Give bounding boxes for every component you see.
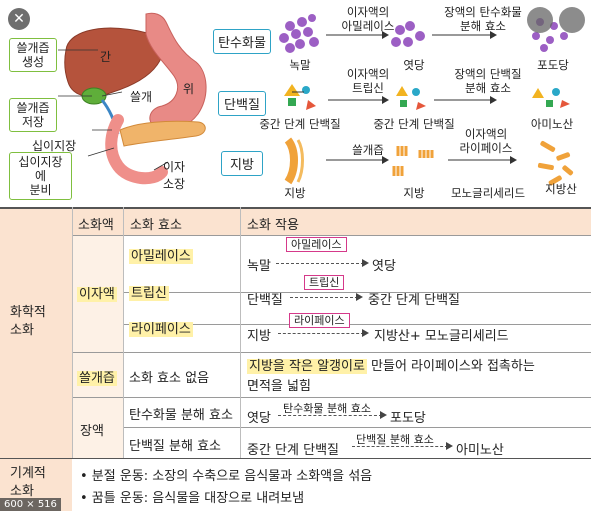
bile-production-label: 쓸개즙 생성 bbox=[9, 38, 57, 72]
bile-action-highlight: 지방을 작은 알갱이로 bbox=[247, 359, 367, 374]
bile-group: 쓸개즙 bbox=[77, 371, 117, 386]
row2-enzyme1: 이자액의 트립신 bbox=[346, 67, 390, 95]
segmentation-text: • 분절 운동: 소장의 수축으로 음식물과 소화액을 섞음 bbox=[80, 469, 373, 484]
header-row-bg bbox=[72, 207, 591, 235]
carbohydrase-from: 엿당 bbox=[247, 411, 271, 426]
maltose-icon bbox=[391, 21, 425, 47]
starch-icon bbox=[279, 14, 319, 53]
peristalsis-text: • 꿈틀 운동: 음식물을 대장으로 내려보냄 bbox=[80, 491, 305, 506]
amylase-arrow-label: 아밀레이스 bbox=[286, 237, 347, 252]
row1-enzyme2: 장액의 탄수화물 분해 효소 bbox=[444, 5, 522, 33]
protease-from: 중간 단계 단백질 bbox=[247, 443, 339, 458]
share-button[interactable] bbox=[527, 7, 553, 33]
row2-mid: 중간 단계 단백질 bbox=[373, 117, 455, 131]
chemical-digestion-label: 화학적 소화 bbox=[10, 305, 46, 338]
lipase-to: 지방산+ 모노글리세리드 bbox=[374, 329, 509, 344]
digestion-table: 소화액 소화 효소 소화 작용 화학적 소화 이자액 쓸개즙 장액 아밀레이스 … bbox=[0, 207, 591, 511]
protease-to: 아미노산 bbox=[456, 443, 504, 458]
liver-shape bbox=[64, 27, 164, 98]
trypsin-to: 중간 단계 단백질 bbox=[368, 293, 460, 308]
lipase-arrow-label: 라이페이스 bbox=[289, 313, 350, 328]
lipase-from: 지방 bbox=[247, 329, 271, 344]
mechanical-digestion-label: 기계적 소화 bbox=[10, 466, 46, 499]
group-column-bg bbox=[72, 207, 123, 458]
more-button[interactable] bbox=[559, 7, 585, 33]
image-size-badge: 600 × 516 bbox=[0, 498, 61, 511]
intestinal-juice-group: 장액 bbox=[80, 424, 104, 439]
row2-enzyme2: 장액의 단백질 분해 효소 bbox=[454, 67, 522, 95]
bile-action: 지방을 작은 알갱이로 만들어 라이페이스와 접촉하는 면적을 넓힘 bbox=[247, 359, 535, 394]
pancreas-shape bbox=[119, 120, 206, 147]
digestion-flow-graphics bbox=[279, 14, 574, 186]
liver-label: 간 bbox=[100, 50, 112, 64]
enzyme-trypsin: 트립신 bbox=[129, 286, 169, 301]
small-intestine-label: 소장 bbox=[163, 177, 186, 191]
emulsified-fat-icon bbox=[392, 146, 434, 176]
row3-enzyme2: 이자액의 라이페이스 bbox=[459, 127, 513, 155]
amino-acid-icon bbox=[532, 88, 570, 108]
gallbladder-label: 쓸개 bbox=[130, 90, 153, 104]
pancreas-label: 이자 bbox=[163, 160, 186, 174]
amylase-to: 엿당 bbox=[372, 259, 396, 274]
carbohydrase-to: 포도당 bbox=[390, 411, 426, 426]
row1-end: 포도당 bbox=[537, 58, 569, 72]
row1-start: 녹말 bbox=[289, 58, 311, 72]
enzyme-protease: 단백질 분해 효소 bbox=[129, 439, 221, 454]
header-enzyme: 소화 효소 bbox=[130, 218, 182, 233]
protease-arrow-label: 단백질 분해 효소 bbox=[356, 433, 434, 446]
enzyme-carbohydrase: 탄수화물 분해 효소 bbox=[129, 408, 233, 423]
row3-enzyme1: 쓸개즙 bbox=[352, 143, 384, 157]
digestive-organs-illustration bbox=[58, 12, 207, 185]
header-digestive-juice: 소화액 bbox=[78, 218, 114, 233]
trypsin-arrow-label: 트립신 bbox=[304, 275, 345, 290]
row1-mid: 엿당 bbox=[403, 58, 425, 72]
close-button[interactable]: ✕ bbox=[8, 8, 30, 30]
left-column-bg bbox=[0, 207, 72, 511]
duodenum-label: 십이지장 bbox=[32, 139, 77, 153]
row2-start: 중간 단계 단백질 bbox=[259, 117, 341, 131]
duodenum-secretion-label: 십이지장에 분비 bbox=[9, 152, 72, 200]
bile-storage-label: 쓸개즙 저장 bbox=[9, 98, 57, 132]
enzyme-amylase: 아밀레이스 bbox=[129, 249, 193, 264]
enzyme-lipase: 라이페이스 bbox=[129, 322, 193, 337]
digestion-diagram: 쓸개즙 생성 쓸개즙 저장 십이지장 십이지장에 분비 간 쓸개 위 이자 소장… bbox=[0, 0, 591, 205]
row3-start: 지방 bbox=[284, 186, 306, 200]
trypsin-from: 단백질 bbox=[247, 293, 283, 308]
duodenum-shape bbox=[105, 114, 168, 185]
fat-icon bbox=[284, 137, 304, 185]
protein-icon bbox=[284, 84, 316, 110]
row1-enzyme1: 이자액의 아밀레이스 bbox=[341, 5, 395, 33]
stomach-label: 위 bbox=[183, 82, 195, 96]
amylase-from: 녹말 bbox=[247, 259, 271, 274]
row2-end: 아미노산 bbox=[530, 117, 574, 131]
stomach-shape bbox=[145, 12, 207, 131]
header-action: 소화 작용 bbox=[247, 218, 299, 233]
protein-category: 단백질 bbox=[218, 91, 266, 116]
bile-no-enzyme: 소화 효소 없음 bbox=[129, 371, 210, 386]
row3-mid: 지방 bbox=[403, 186, 425, 200]
row3-end2: 모노글리세리드 bbox=[450, 186, 526, 200]
carbohydrate-category: 탄수화물 bbox=[213, 29, 271, 54]
fat-category: 지방 bbox=[221, 151, 263, 176]
peptide-icon bbox=[396, 86, 426, 110]
row3-end: 지방산 bbox=[545, 182, 577, 196]
pancreatic-juice-group: 이자액 bbox=[77, 287, 117, 302]
fatty-acid-icon bbox=[537, 141, 574, 186]
carbohydrase-arrow-label: 탄수화물 분해 효소 bbox=[283, 402, 371, 415]
